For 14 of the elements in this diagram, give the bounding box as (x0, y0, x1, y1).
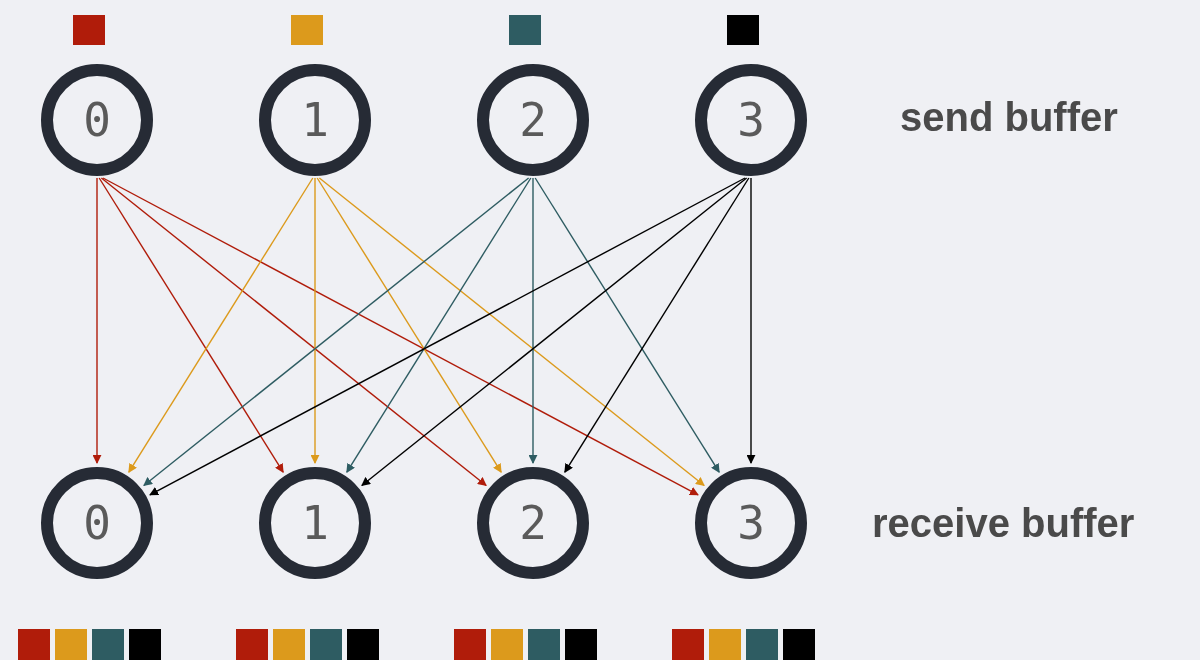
node-number: 0 (83, 97, 111, 143)
node-number: 2 (519, 97, 547, 143)
node-number: 1 (301, 97, 329, 143)
node-number: 0 (83, 500, 111, 546)
arrow (310, 177, 320, 464)
arrow (746, 177, 756, 464)
arrow (528, 177, 538, 464)
node-number: 3 (737, 97, 765, 143)
arrow (92, 177, 102, 464)
node-number: 2 (519, 500, 547, 546)
node-number: 3 (737, 500, 765, 546)
node-number: 1 (301, 500, 329, 546)
buffer-label: receive buffer (872, 500, 1135, 547)
buffer-label: send buffer (900, 94, 1118, 141)
